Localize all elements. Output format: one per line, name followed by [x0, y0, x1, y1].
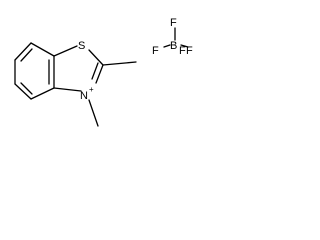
bond-c3a-c4: [30, 42, 55, 57]
nitrogen-atom-label: N: [80, 90, 88, 102]
double-bond-c2-n: [91, 62, 99, 80]
bond-c2-n: [95, 64, 104, 84]
bond-c6-c7: [14, 83, 32, 100]
tetrafluoroborate-anion: B F F F F: [152, 17, 193, 57]
chemical-structure: S N + B F F F F: [14, 17, 193, 127]
sulfur-atom-label: S: [78, 40, 85, 52]
bond-b-f-left: [163, 44, 171, 48]
bond-c7-c7a: [30, 87, 55, 100]
methyl-bond-c2: [102, 61, 137, 66]
bond-s-c2: [88, 49, 104, 66]
bond-n-c7a: [53, 87, 82, 92]
fluorine-atom-label-right-2: F: [186, 45, 193, 57]
double-bond-c6-c7: [20, 82, 33, 95]
fluorine-atom-label-left: F: [152, 45, 159, 57]
bond-c4-c5: [14, 42, 32, 61]
bond-c3a-s: [53, 45, 78, 57]
fluorine-atom-label-top: F: [170, 17, 177, 29]
boron-atom-label: B: [170, 40, 177, 52]
bond-b-f-right: [180, 44, 189, 48]
double-bond-c4-c5: [20, 48, 33, 62]
benzothiazolium-cation: S N +: [14, 40, 137, 127]
fluorine-atom-label-right-1: F: [179, 45, 186, 57]
positive-charge-label: +: [89, 85, 94, 94]
methyl-bond-n: [88, 99, 99, 127]
